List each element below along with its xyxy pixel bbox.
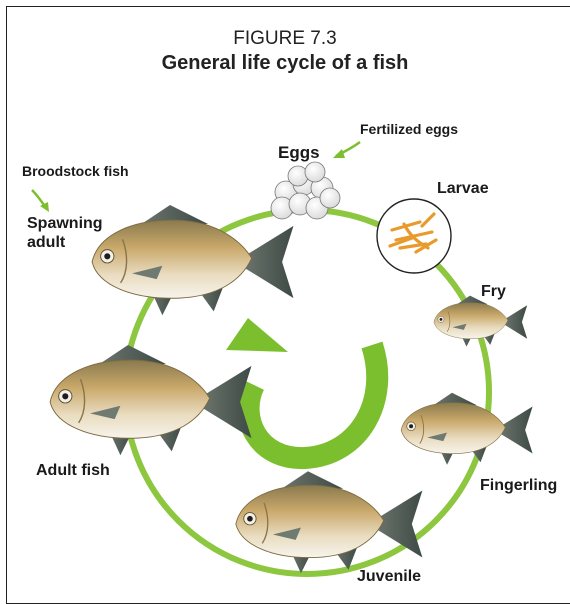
figure-number: FIGURE 7.3 (0, 28, 570, 50)
fry-label: Fry (481, 283, 506, 301)
juvenile-label: Juvenile (357, 568, 421, 586)
spawning-adult-label: Spawning adult (27, 214, 103, 252)
broodstock-arrow-icon (32, 190, 49, 212)
juvenile-fish (236, 471, 423, 573)
spawning-adult-fish (92, 205, 293, 315)
fertilized-arrow-icon (333, 142, 360, 158)
fingerling-label: Fingerling (480, 477, 557, 495)
fertilized-eggs-label: Fertilized eggs (360, 121, 458, 137)
cycle-arrow-icon (226, 318, 377, 458)
figure-title: General life cycle of a fish (0, 52, 570, 75)
larvae-circle (377, 199, 451, 273)
larvae-label: Larvae (437, 180, 489, 198)
adult-fish-label: Adult fish (36, 462, 110, 480)
adult-fish (50, 345, 251, 455)
fingerling-fish (401, 393, 532, 465)
broodstock-label: Broodstock fish (22, 163, 129, 179)
eggs-label: Eggs (278, 143, 320, 163)
